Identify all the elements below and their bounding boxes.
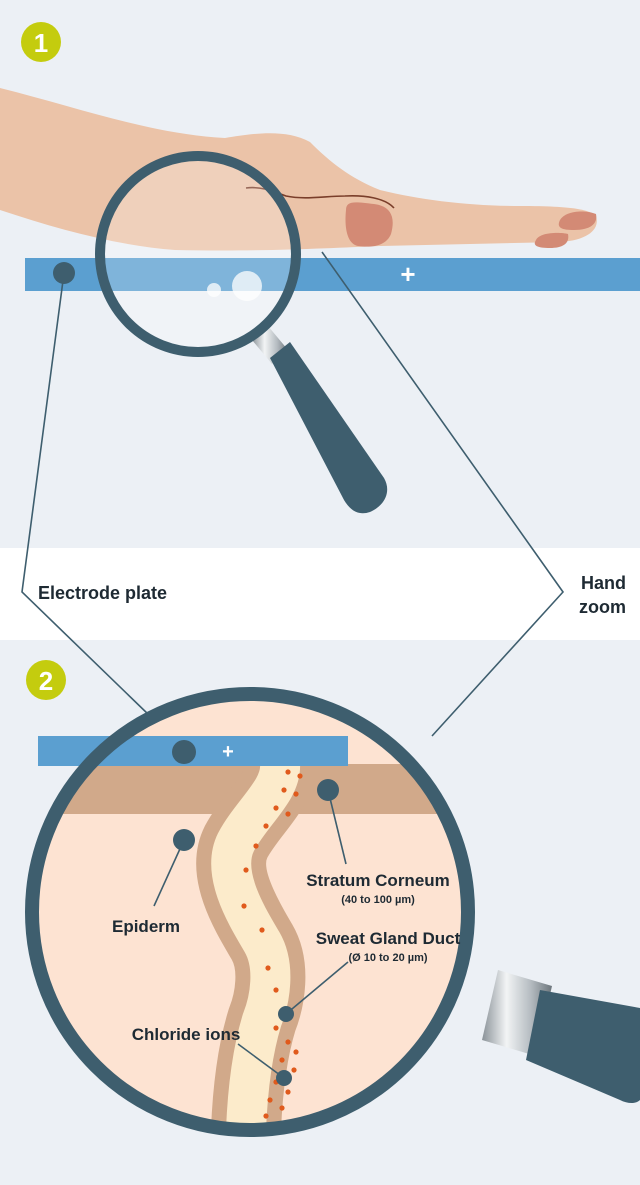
hand [0, 88, 597, 251]
plus-sign-top: + [400, 259, 415, 289]
step-2-badge: 2 [26, 660, 66, 700]
electrode-contact-top [53, 262, 75, 284]
magnifier-top [95, 151, 388, 514]
magnifier-top-rim [95, 151, 301, 357]
sweat-gland-duct-size: (Ø 10 to 20 µm) [348, 952, 427, 964]
electrode-plate-label: Electrode plate [38, 583, 167, 603]
stratum-corneum-label: Stratum Corneum [306, 871, 450, 890]
step-1-badge: 1 [21, 22, 61, 62]
epiderm-label: Epiderm [112, 917, 180, 936]
skin-cross-section [32, 694, 468, 1130]
sweat-gland-duct-label: Sweat Gland Duct [316, 929, 461, 948]
fingernail-2 [534, 232, 569, 248]
plus-sign-zoomed: + [222, 741, 234, 763]
connector-lines [21, 251, 565, 737]
svg-text:2: 2 [39, 666, 53, 696]
hand-zoom-connector-line [321, 251, 565, 737]
thumbnail [345, 202, 393, 247]
magnifier-big-rim [25, 687, 475, 1137]
bubble-large [232, 271, 262, 301]
electrode-plate-top: + [25, 258, 640, 301]
electrode-connector-line [21, 272, 151, 717]
fingernail-1 [558, 211, 597, 230]
bubble-small [207, 283, 221, 297]
sweat-duct-lumen [211, 762, 300, 1130]
hand-zoom-label-line1: Hand [581, 573, 626, 593]
svg-text:1: 1 [34, 28, 48, 58]
magnifier-big-handle-group [482, 970, 640, 1103]
electrode-contact-zoomed [172, 740, 196, 764]
hand-zoom-label-line2: zoom [579, 597, 626, 617]
magnifier-big-handle [526, 990, 640, 1103]
stratum-corneum-size: (40 to 100 µm) [341, 894, 415, 906]
chloride-ions-label: Chloride ions [132, 1025, 241, 1044]
callout-lines [153, 789, 349, 1079]
magnifier-top-handle [270, 342, 388, 514]
